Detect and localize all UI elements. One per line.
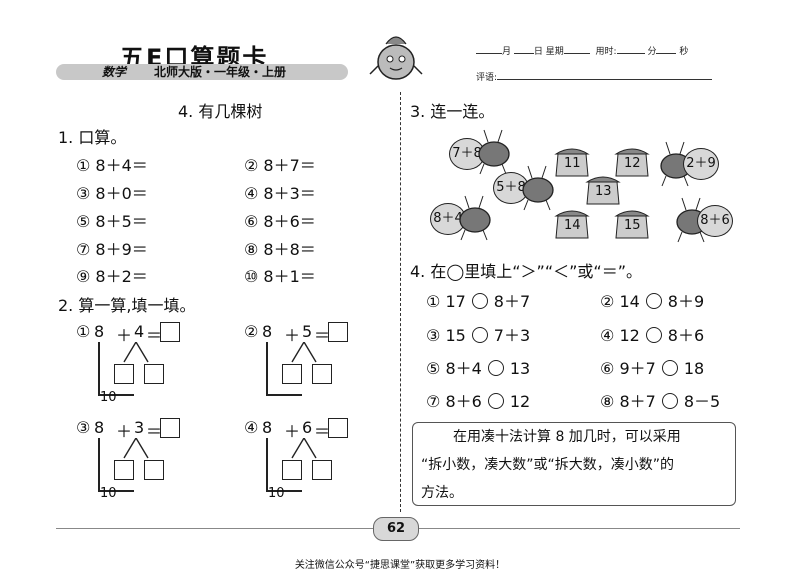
compare-circle[interactable]: [661, 360, 678, 376]
tip-box: 在用凑十法计算 8 加几时，可以采用 “拆小数，凑大数”或“拆大数，凑小数”的 …: [412, 422, 736, 506]
split-box[interactable]: [114, 364, 134, 384]
review-label: 评语:: [476, 73, 498, 83]
page-number: 62: [373, 517, 419, 541]
month-label: 月: [502, 47, 512, 57]
q1-item: ⑨ 8＋2＝: [76, 267, 148, 286]
split-box[interactable]: [144, 460, 164, 480]
footer-note: 关注微信公众号“捷思课堂”获取更多学习资料！: [294, 560, 506, 571]
q1-item: ⑥ 8＋6＝: [244, 212, 316, 231]
compare-circle[interactable]: [471, 327, 488, 343]
compare-circle[interactable]: [645, 327, 662, 343]
tip-line: “拆小数，凑大数”或“拆大数，凑小数”的: [421, 457, 675, 473]
compare-circle[interactable]: [661, 393, 678, 409]
split-diagram: ④ 8 ＋ 6 ＝ 10: [244, 418, 364, 508]
q1-item: ① 8＋4＝: [76, 156, 148, 175]
q1-item: ⑦ 8＋9＝: [76, 240, 148, 259]
q4-title: 4. 在◯里填上“＞”“＜”或“＝”。: [410, 262, 642, 281]
split-box[interactable]: [312, 364, 332, 384]
q1-item: ⑧ 8＋8＝: [244, 240, 316, 259]
q2-title: 2. 算一算,填一填。: [58, 296, 196, 315]
lesson-title: 4. 有几棵树: [178, 102, 263, 121]
bee-expression[interactable]: 8＋6: [697, 205, 733, 237]
house[interactable]: 12: [612, 144, 652, 178]
split-box[interactable]: [114, 460, 134, 480]
column-divider: [400, 92, 401, 512]
compare-circle[interactable]: [487, 360, 504, 376]
answer-box[interactable]: [328, 418, 348, 438]
bee-expression[interactable]: 8＋4: [430, 203, 466, 235]
q1-title: 1. 口算。: [58, 128, 127, 147]
compare-circle[interactable]: [487, 393, 504, 409]
bee-expression[interactable]: 2＋9: [683, 148, 719, 180]
q3-title: 3. 连一连。: [410, 102, 495, 121]
ten-label: 10: [268, 486, 285, 501]
house[interactable]: 11: [552, 144, 592, 178]
answer-box[interactable]: [160, 322, 180, 342]
bee-icon: [478, 129, 510, 175]
day-label: 日: [533, 47, 543, 57]
q1-item: ⑩ 8＋1＝: [244, 267, 316, 286]
ten-label: 10: [100, 390, 117, 405]
bee-icon: [522, 165, 554, 211]
review-line: 评语:: [476, 70, 713, 83]
subtitle-bar: 数学 北师大版・一年级・上册: [56, 64, 348, 80]
house[interactable]: 14: [552, 206, 592, 240]
split-diagram: ② 8 ＋ 5 ＝: [244, 322, 364, 412]
compare-circle[interactable]: [471, 293, 488, 309]
q1-item: ④ 8＋3＝: [244, 184, 316, 203]
q1-item: ② 8＋7＝: [244, 156, 316, 175]
q1-item: ③ 8＋0＝: [76, 184, 148, 203]
q1-item: ⑤ 8＋5＝: [76, 212, 148, 231]
answer-box[interactable]: [160, 418, 180, 438]
mascot-icon: [369, 36, 423, 80]
tip-line: 在用凑十法计算 8 加几时，可以采用: [453, 429, 681, 445]
split-box[interactable]: [312, 460, 332, 480]
split-box[interactable]: [282, 364, 302, 384]
tip-line: 方法。: [421, 485, 463, 501]
house[interactable]: 13: [583, 172, 623, 206]
subject-label: 数学: [102, 65, 127, 79]
split-box[interactable]: [144, 364, 164, 384]
time-label: 用时:: [595, 47, 617, 57]
split-diagram: ① 8 ＋ 4 ＝ 10: [76, 322, 196, 412]
ten-label: 10: [100, 486, 117, 501]
date-time-line: 月 日 星期 用时: 分 秒: [476, 44, 688, 57]
split-box[interactable]: [282, 460, 302, 480]
split-diagram: ③ 8 ＋ 3 ＝ 10: [76, 418, 196, 508]
compare-circle[interactable]: [645, 293, 662, 309]
house[interactable]: 15: [612, 206, 652, 240]
bee-icon: [459, 195, 491, 241]
edition-label: 北师大版・一年级・上册: [154, 65, 287, 79]
answer-box[interactable]: [328, 322, 348, 342]
weekday-label: 星期: [545, 47, 564, 57]
minutes-label: 分: [647, 47, 657, 57]
seconds-label: 秒: [679, 47, 689, 57]
